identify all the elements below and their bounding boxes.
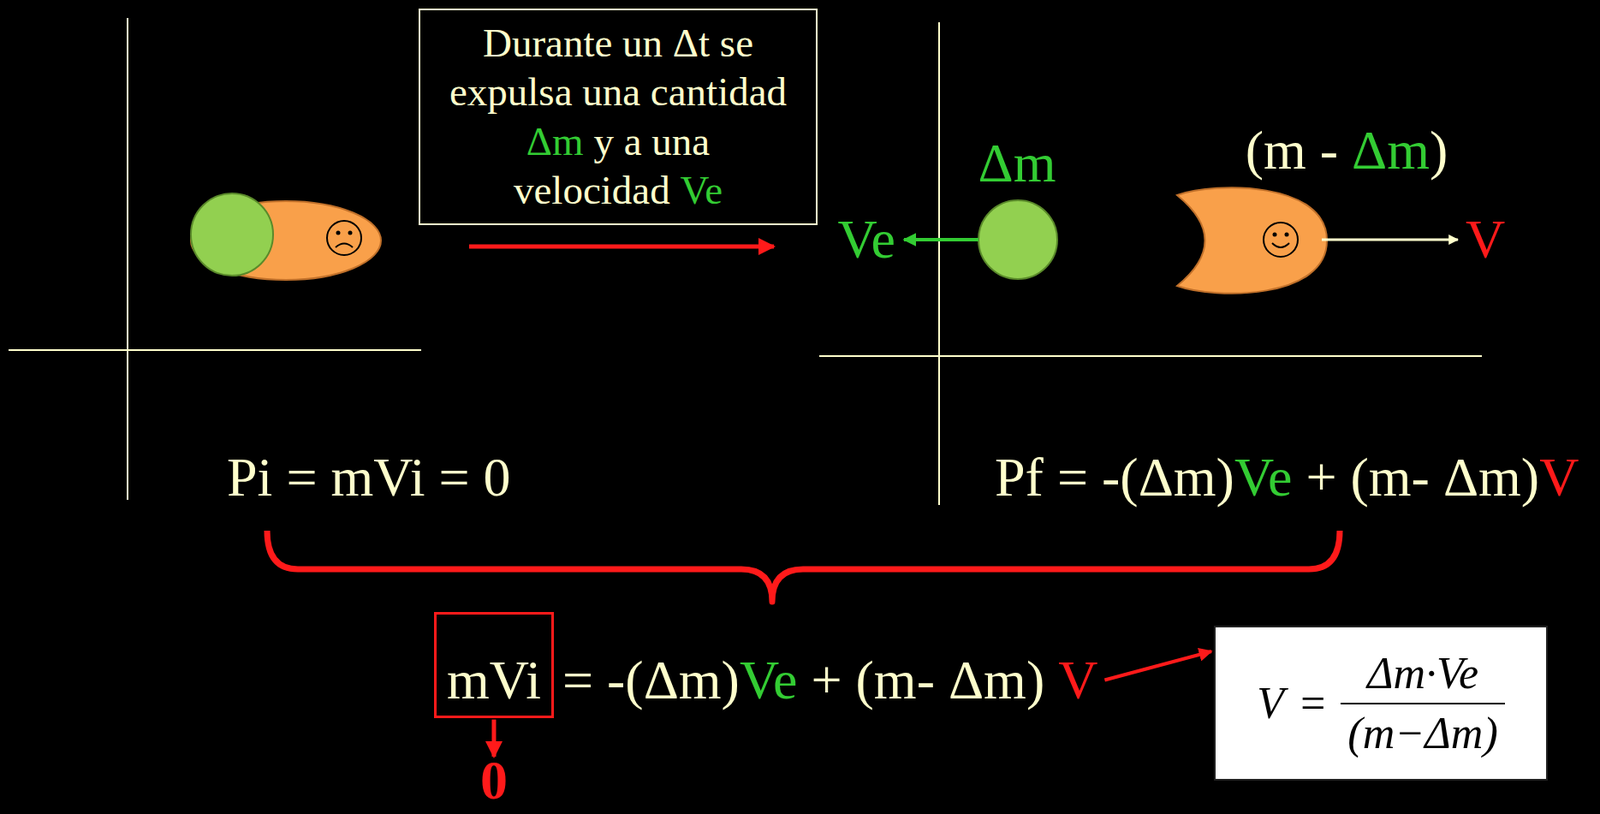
axis-line (819, 355, 1482, 357)
formula-term: = (1297, 678, 1328, 730)
axis-line (126, 17, 129, 500)
equation-term: V (1058, 648, 1098, 713)
axis-line (8, 349, 422, 351)
equation: Pi = mVi = 0 (226, 446, 512, 510)
box-text: Durante un Δt se expulsa una cantidad (446, 18, 791, 118)
axis-line (938, 22, 940, 506)
equation-term: + (m- Δm) (1305, 446, 1540, 510)
equation-term: ) (1429, 118, 1448, 183)
brace (267, 530, 1340, 602)
expelled-mass (978, 200, 1058, 280)
equation: = -(Δm)Ve+ (m- Δm)V (562, 648, 1098, 713)
velocity-label: V (1465, 208, 1505, 272)
box-text: Ve (679, 167, 723, 213)
equation-term: Ve (1234, 446, 1293, 510)
info-box: Durante un Δt se expulsa una cantidadΔmy… (418, 8, 818, 226)
equation-term: V (1465, 208, 1505, 272)
equation-term: Pi = mVi = 0 (226, 446, 512, 510)
equation-term: Ve (739, 648, 798, 713)
box-text: Δm (526, 118, 584, 164)
rocket-body (1177, 187, 1327, 293)
fuel-mass (190, 193, 274, 276)
box-text-row: Δmy a una velocidadVe (446, 117, 791, 216)
equation: Pf = -(Δm)Ve+ (m- Δm)V (994, 446, 1579, 510)
equation-term: Δm (978, 131, 1057, 196)
equation-term: 0 (480, 753, 508, 809)
velocity-arrow (904, 237, 979, 242)
velocity-arrow (1321, 238, 1458, 242)
mass-label: (m -Δm) (1245, 118, 1449, 183)
numerator: Δm·Ve (1360, 648, 1486, 703)
equation-term: Δm (1351, 118, 1430, 183)
process-arrow (469, 244, 774, 250)
formula-box: V=Δm·Ve(m−Δm) (1213, 625, 1548, 781)
formula-term: V (1256, 678, 1285, 730)
equation-term: V (1539, 446, 1579, 510)
mass-label: Δm (978, 131, 1057, 196)
fraction: Δm·Ve(m−Δm) (1340, 648, 1505, 760)
equation-term: Ve (837, 208, 896, 272)
equation-term: = -(Δm) (562, 648, 740, 713)
equation-term: Pf = -(Δm) (994, 446, 1235, 510)
equation-term: (m - (1245, 118, 1339, 183)
result-zero: 0 (480, 753, 508, 809)
pointer-arrow (1104, 651, 1212, 681)
highlight-box: mVi (434, 612, 554, 719)
equation-term: mVi (446, 649, 542, 711)
velocity-label: Ve (837, 208, 896, 272)
denominator: (m−Δm) (1340, 702, 1505, 760)
equation-term: + (m- Δm) (810, 648, 1045, 713)
pointer-arrow (491, 719, 496, 757)
happy-face (1263, 222, 1298, 257)
sad-face (327, 220, 362, 256)
